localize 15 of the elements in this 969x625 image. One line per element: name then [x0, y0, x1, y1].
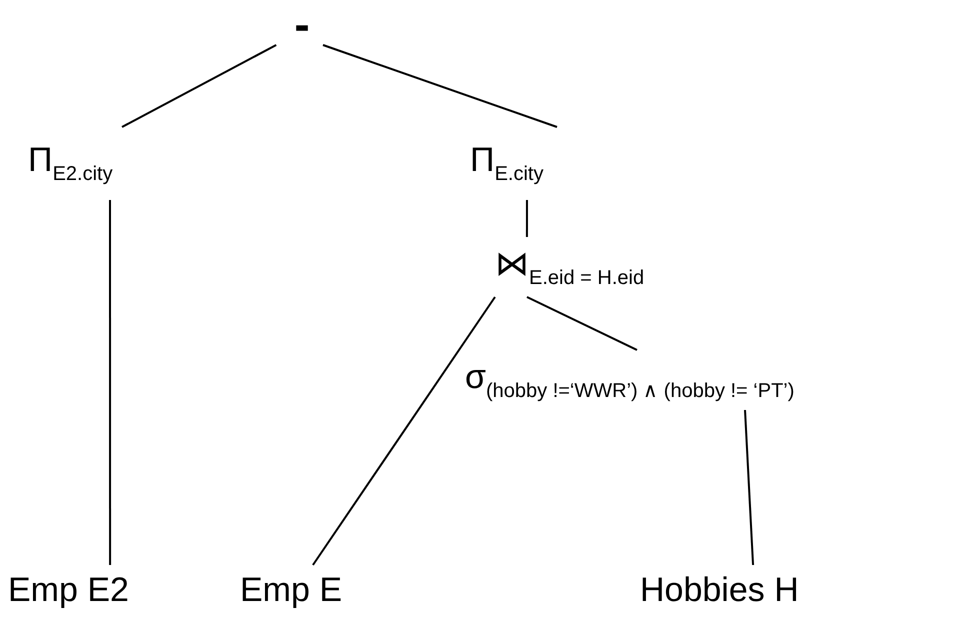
- operator-label: σ$_{(hobby !=‘WWR’) ∧ (hobby != ‘PT’)}$: [465, 350, 965, 410]
- connector-line: [122, 44, 277, 128]
- operator-label: Π$_{E2.city}$: [28, 127, 188, 200]
- connector-line: [744, 410, 754, 566]
- connector-line: [312, 296, 496, 566]
- connector-line: [526, 296, 638, 351]
- connector-line: [322, 44, 558, 128]
- relation-label: Hobbies H: [640, 565, 830, 615]
- operator-label: -: [272, 2, 332, 45]
- operator-label: Π$_{E.city}$: [470, 127, 615, 200]
- relation-label: Emp E2: [8, 565, 188, 615]
- connector-line: [109, 200, 112, 565]
- connector-line: [526, 200, 528, 237]
- relation-label: Emp E: [240, 565, 385, 615]
- operator-label: ⋈$_{E.eid = H.eid}$: [495, 237, 720, 297]
